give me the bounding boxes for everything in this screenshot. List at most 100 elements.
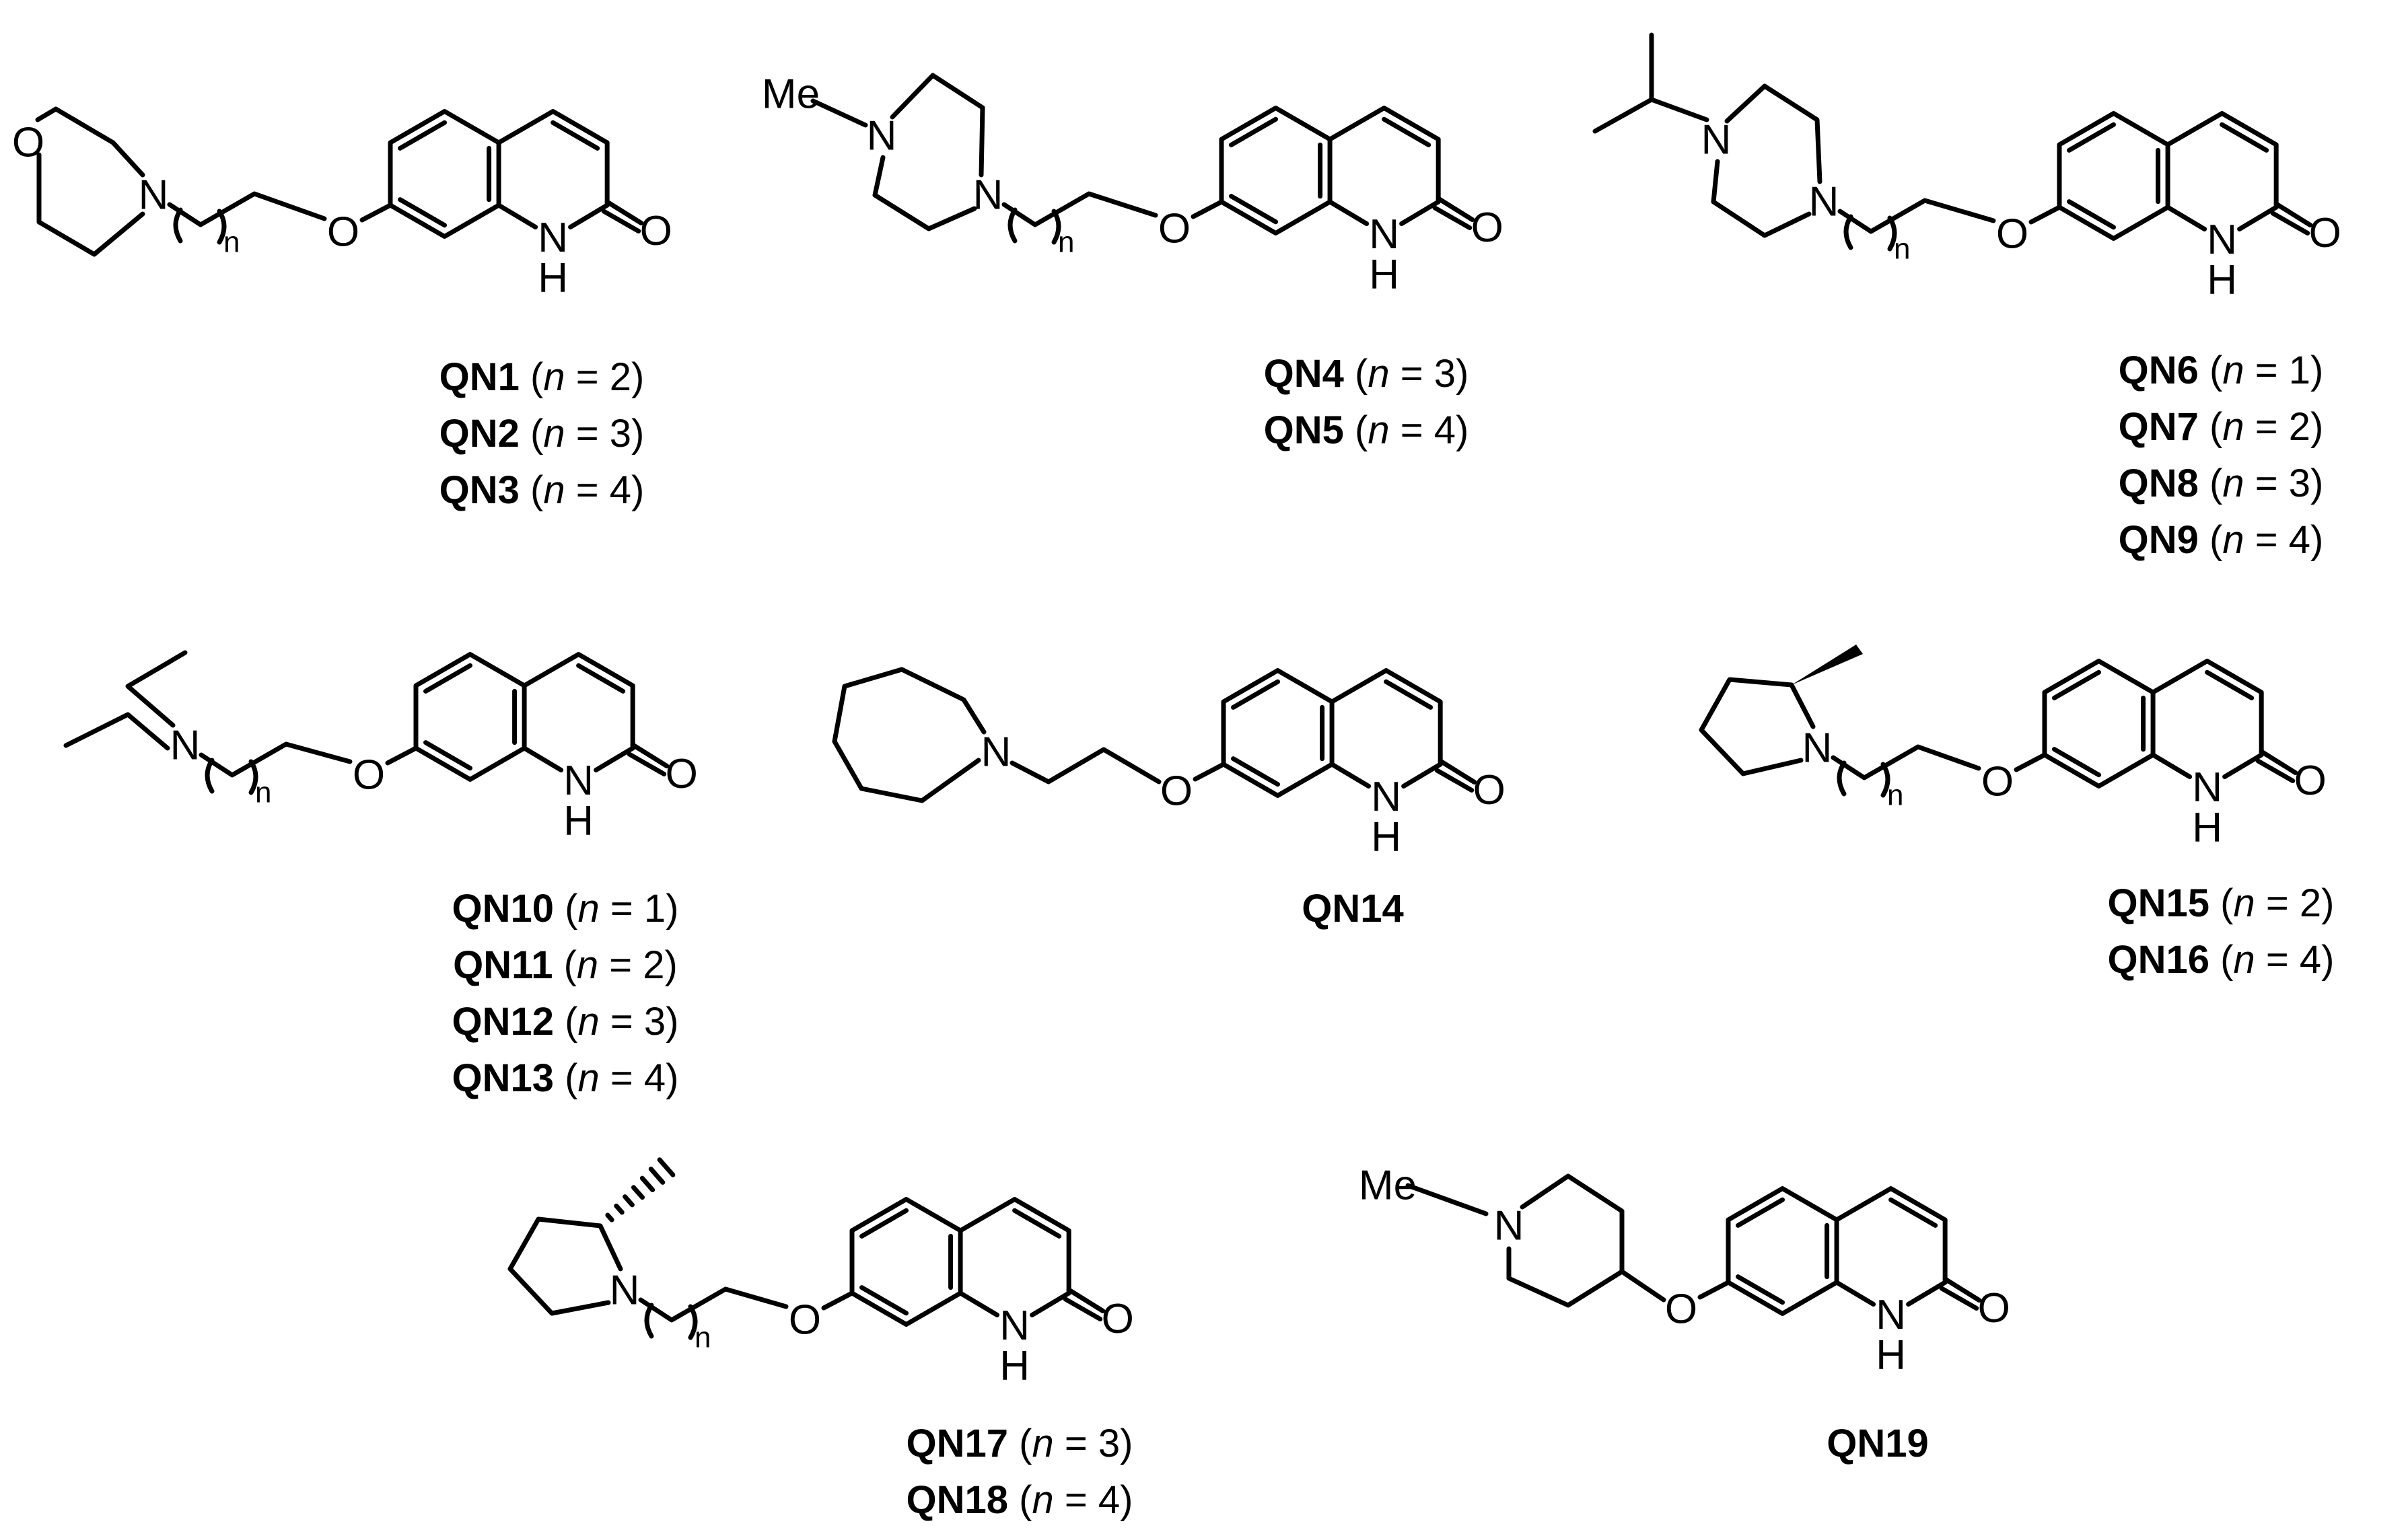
compound-label: QN5 (n = 4) (1264, 408, 1469, 452)
compound-label: QN11 (n = 2) (453, 943, 678, 987)
piperazine-nitrogen-4: N (1809, 179, 1839, 225)
ring-bond (36, 152, 145, 257)
ring-nitrogen: N (563, 758, 594, 804)
carbonyl-oxygen: O (640, 208, 672, 254)
carbonyl-oxygen: O (2294, 758, 2327, 804)
bond (594, 745, 635, 772)
pyridone-ring (958, 1197, 1071, 1296)
subscript-n: n (695, 1321, 711, 1354)
ring-bond (872, 155, 977, 231)
ring-bond (1506, 1173, 1625, 1308)
label-open-paren: ( (2199, 349, 2222, 392)
azepane-nitrogen: N (981, 729, 1012, 776)
compound-label: QN7 (n = 2) (2119, 405, 2324, 449)
aromatic-double-bond (2066, 122, 2117, 153)
carbonyl-oxygen: O (1471, 205, 1503, 251)
repeat-bracket-right (688, 1304, 698, 1340)
bond (568, 203, 610, 229)
compound-label: QN16 (n = 4) (2108, 938, 2335, 982)
compound-id: QN18 (907, 1478, 1009, 1522)
label-n-symbol: n (578, 1000, 600, 1044)
alkene-double-bond (576, 663, 626, 694)
carbonyl-bond (604, 199, 644, 225)
label-n-symbol: n (2222, 405, 2244, 449)
benzene-ring (1221, 668, 1335, 798)
ring-nitrogen: N (2207, 217, 2237, 263)
bond (496, 203, 538, 229)
pyridone-ring (496, 109, 610, 208)
repeat-bracket-left (1837, 760, 1847, 797)
alkene-double-bond (551, 120, 600, 151)
subscript-n: n (223, 226, 240, 259)
carbonyl-bond (1436, 196, 1475, 222)
hash-bond (614, 1203, 625, 1215)
label-n-symbol: n (578, 1056, 600, 1100)
wedge-bond (1792, 645, 1863, 685)
label-n-value: = 3) (1390, 352, 1469, 396)
benzene-ring (2042, 659, 2156, 789)
label-n-symbol: n (543, 355, 565, 399)
linker-chain (1010, 747, 1162, 784)
label-n-value: = 4) (565, 468, 645, 512)
bond (1399, 199, 1441, 226)
label-n-symbol: n (2222, 462, 2244, 505)
repeat-bracket-right (248, 759, 258, 795)
ring-nitrogen: N (999, 1303, 1030, 1349)
aromatic-double-bond (2066, 199, 2117, 230)
benzene-ring (1726, 1186, 1839, 1316)
amine-nitrogen: N (139, 172, 169, 219)
ether-oxygen: O (1160, 768, 1193, 815)
ether-bond (821, 1290, 855, 1311)
compound-label: QN9 (n = 4) (2119, 518, 2324, 562)
nh-hydrogen: H (2192, 805, 2222, 851)
nh-hydrogen: H (563, 798, 594, 844)
ether-oxygen: O (1158, 206, 1191, 252)
carbonyl-bond (627, 752, 667, 776)
label-n-symbol: n (2222, 349, 2244, 392)
label-n-value: = 4) (2244, 518, 2324, 562)
label-open-paren: ( (1008, 1422, 1032, 1465)
aromatic-double-bond (1228, 116, 1279, 147)
ether-bond (1191, 199, 1224, 219)
alkene-double-bond (1382, 116, 1431, 147)
alkene-double-bond (2205, 669, 2255, 700)
compound-label: QN19 (1827, 1422, 1929, 1465)
carbonyl-bond (1063, 1296, 1103, 1321)
aromatic-double-bond (2051, 747, 2102, 778)
label-open-paren: ( (520, 468, 543, 512)
compound-id: QN17 (907, 1422, 1009, 1465)
compound-label: QN1 (n = 2) (439, 355, 645, 399)
compound-id: QN10 (452, 887, 555, 930)
ring-oxygen: O (12, 120, 44, 166)
compound-label: QN3 (n = 4) (439, 468, 645, 512)
label-n-value: = 1) (600, 887, 679, 930)
label-n-symbol: n (578, 887, 600, 930)
compound-id: QN19 (1827, 1422, 1929, 1465)
label-n-symbol: n (1368, 408, 1389, 452)
bond (958, 1290, 1000, 1317)
aromatic-double-bond (1228, 194, 1279, 225)
repeat-bracket-right (217, 209, 227, 245)
ring-nitrogen: N (1369, 211, 1399, 258)
compound-label: QN13 (n = 4) (452, 1056, 679, 1100)
label-open-paren: ( (1344, 352, 1368, 396)
label-open-paren: ( (520, 412, 543, 455)
carbonyl-bond (2273, 201, 2313, 227)
pyridone-ring (1327, 106, 1441, 205)
repeat-bracket-left (205, 758, 215, 794)
bond (1030, 1290, 1071, 1317)
compound-id: QN12 (452, 1000, 555, 1044)
aromatic-double-bond (1735, 1197, 1785, 1228)
label-open-paren: ( (554, 1000, 577, 1044)
repeat-bracket-right (1880, 762, 1890, 798)
methyl-bond (1405, 1183, 1489, 1216)
ring-nitrogen: N (2192, 764, 2222, 811)
ring-bond (53, 106, 145, 178)
label-n-value: = 4) (600, 1056, 679, 1100)
aromatic-double-bond (859, 1285, 909, 1316)
carbonyl-oxygen: O (666, 751, 698, 797)
compound-label: QN15 (n = 2) (2108, 881, 2335, 925)
ether-bond (385, 745, 419, 766)
benzene-ring (1219, 106, 1333, 235)
